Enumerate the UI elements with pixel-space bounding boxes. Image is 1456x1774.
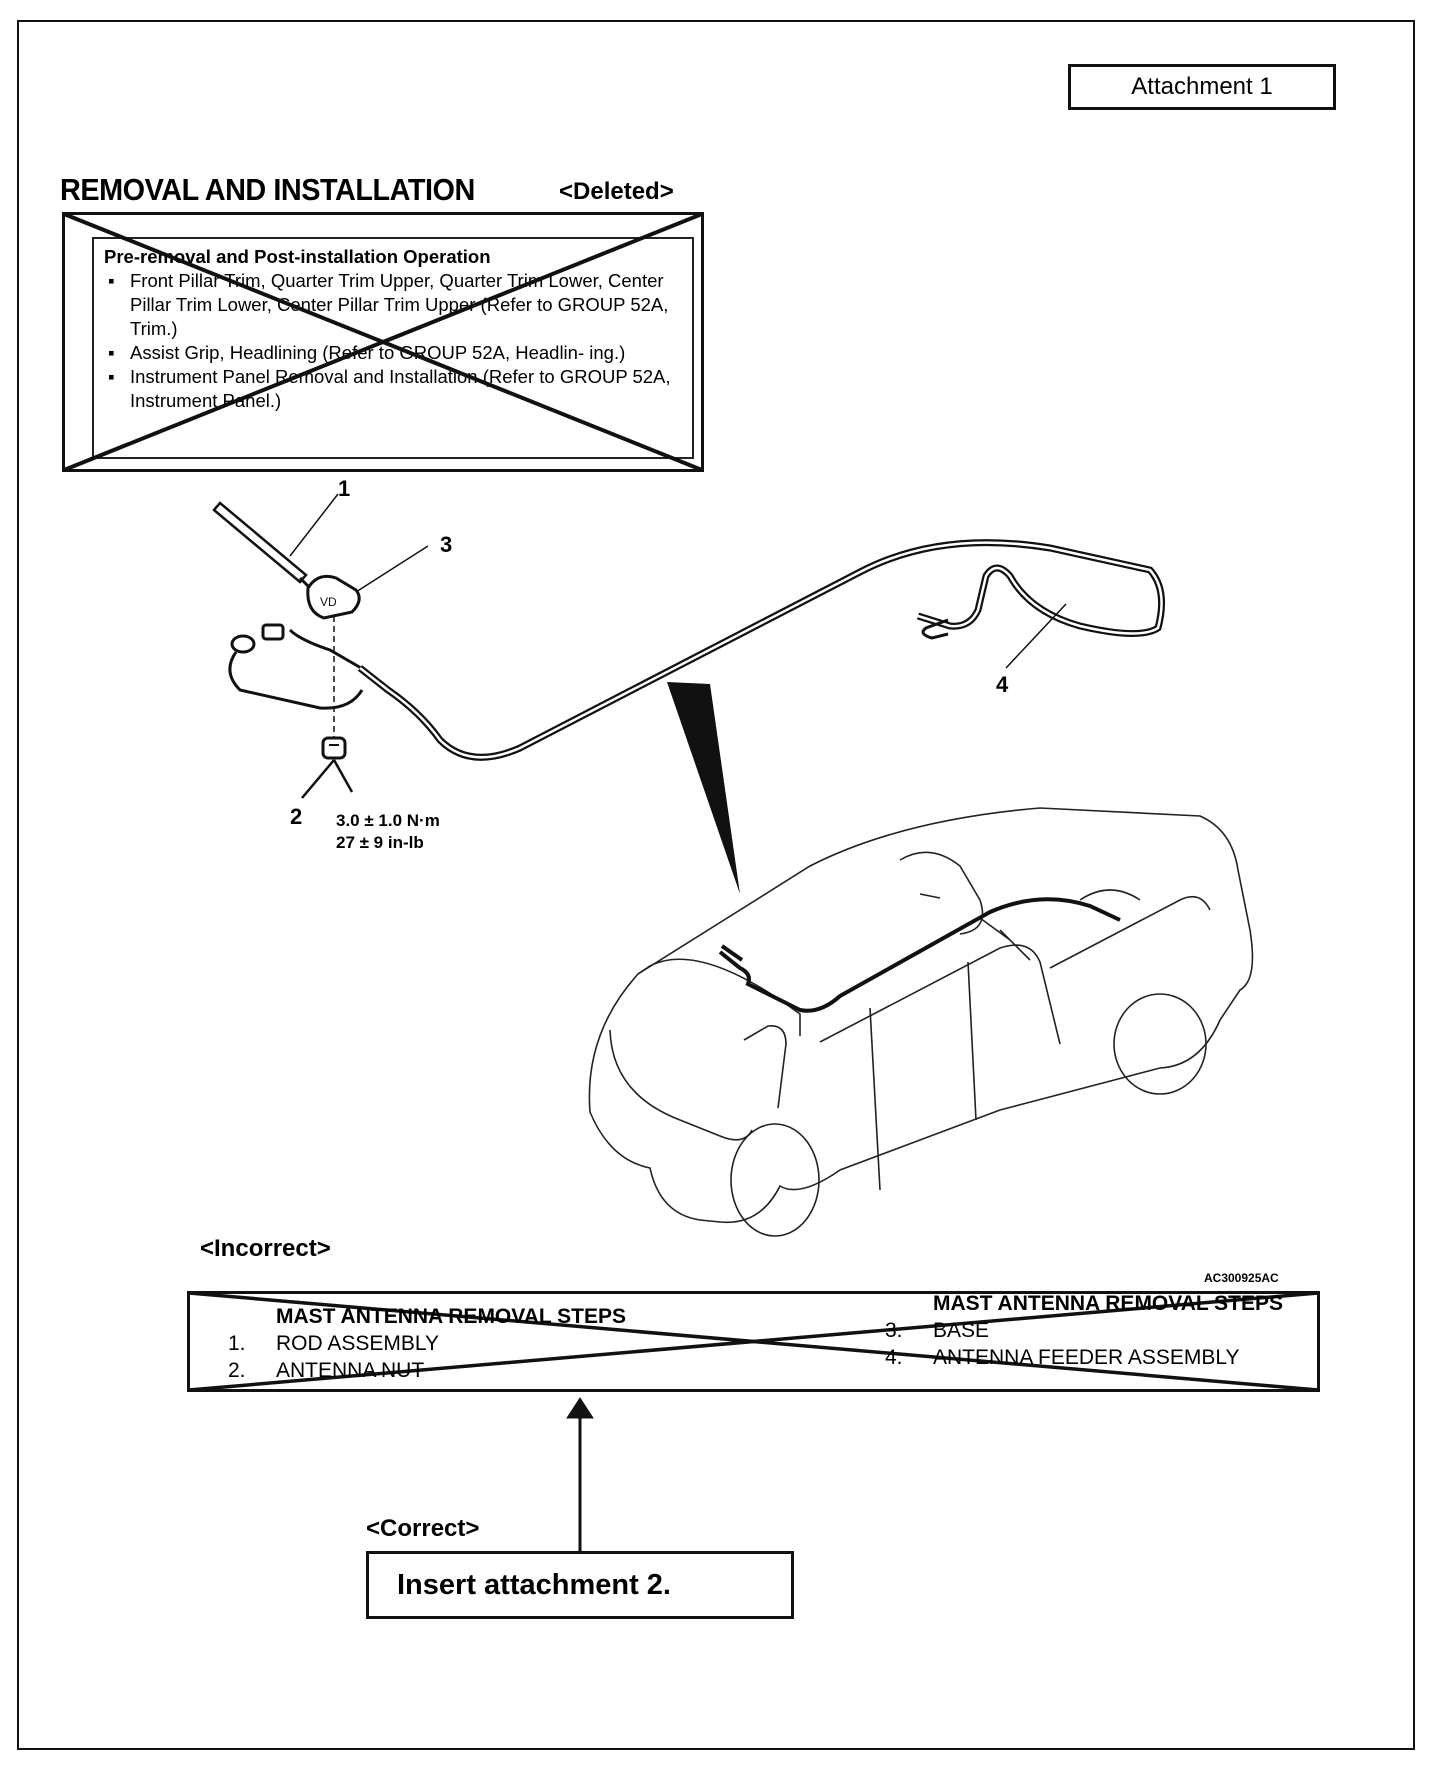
pre-removal-item: Front Pillar Trim, Quarter Trim Upper, Q…	[104, 269, 682, 341]
pre-removal-item: Assist Grip, Headlining (Refer to GROUP …	[104, 341, 682, 365]
removal-steps-left: MAST ANTENNA REMOVAL STEPS 1.ROD ASSEMBL…	[228, 1303, 626, 1384]
torque-spec: 3.0 ± 1.0 N·m 27 ± 9 in-lb	[336, 810, 440, 854]
incorrect-steps-box	[187, 1291, 1320, 1392]
incorrect-label: <Incorrect>	[200, 1235, 331, 1262]
attachment-label: Attachment 1	[1131, 73, 1273, 100]
insert-instruction: Insert attachment 2.	[397, 1568, 671, 1601]
step-row: 4.ANTENNA FEEDER ASSEMBLY	[885, 1346, 1240, 1369]
pre-removal-item: Instrument Panel Removal and Installatio…	[104, 365, 682, 413]
attachment-label-box: Attachment 1	[1068, 64, 1336, 110]
section-title: REMOVAL AND INSTALLATION	[60, 172, 475, 207]
step-row: 3.BASE	[885, 1319, 990, 1342]
steps-heading: MAST ANTENNA REMOVAL STEPS	[276, 1305, 627, 1328]
correct-label: <Correct>	[366, 1515, 480, 1542]
removal-steps-right: MAST ANTENNA REMOVAL STEPS 3.BASE 4.ANTE…	[885, 1290, 1283, 1371]
pre-removal-list: Front Pillar Trim, Quarter Trim Upper, Q…	[104, 269, 682, 413]
torque-imperial: 27 ± 9 in-lb	[336, 833, 424, 852]
pre-removal-heading: Pre-removal and Post-installation Operat…	[104, 246, 491, 267]
step-row: 2.ANTENNA NUT	[228, 1359, 425, 1382]
insert-instruction-box: Insert attachment 2.	[366, 1551, 794, 1619]
page-frame	[17, 20, 1415, 1750]
step-row: 1.ROD ASSEMBLY	[228, 1332, 439, 1355]
pre-removal-box: Pre-removal and Post-installation Operat…	[92, 237, 694, 459]
torque-metric: 3.0 ± 1.0 N·m	[336, 811, 440, 830]
figure-code: AC300925AC	[1204, 1271, 1279, 1285]
deleted-tag: <Deleted>	[559, 178, 674, 205]
steps-heading: MAST ANTENNA REMOVAL STEPS	[933, 1292, 1284, 1315]
